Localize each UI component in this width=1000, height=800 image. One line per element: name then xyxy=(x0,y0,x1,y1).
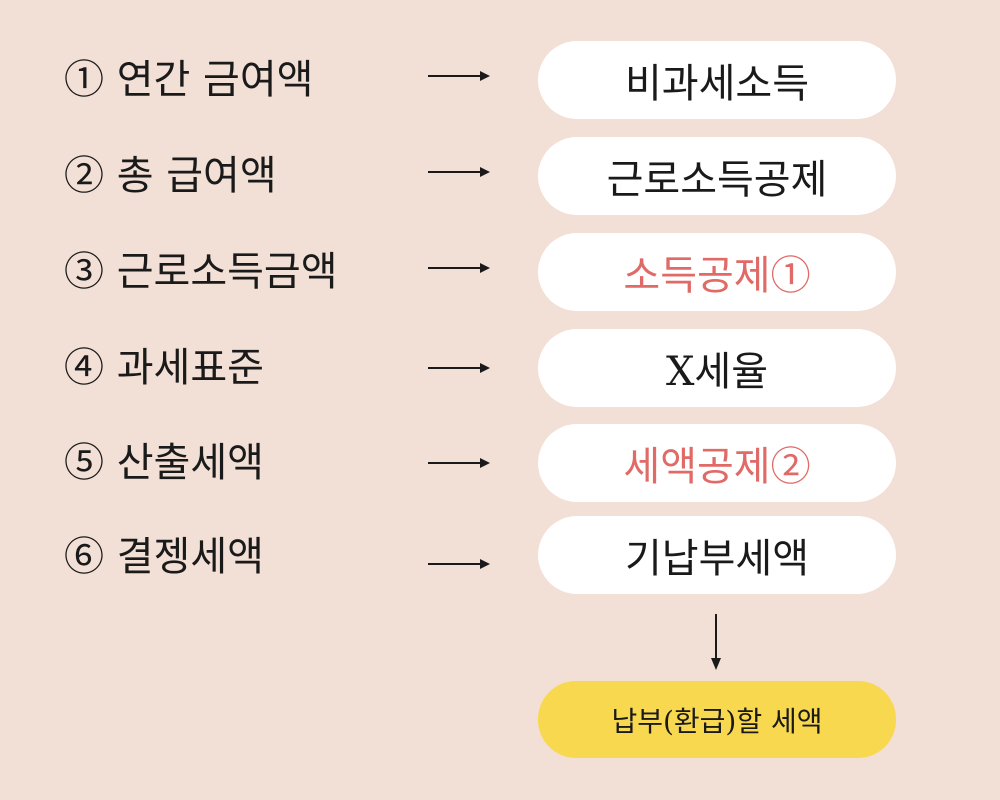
step-2-result: 근로소득공제 xyxy=(606,157,828,203)
step-4-label: ④ 과세표준 xyxy=(64,345,264,391)
step-2-label: ② 총 급여액 xyxy=(64,153,277,199)
right-arrow-icon xyxy=(428,167,490,177)
step-1-result: 비과세소득 xyxy=(625,61,809,107)
right-arrow-icon xyxy=(428,458,490,468)
step-1-label: ① 연간 금여액 xyxy=(64,57,314,103)
step-6-result-box: 기납부세액 xyxy=(538,516,896,594)
step-3-result: 소득공제① xyxy=(623,253,811,299)
step-4-result-box: X세율 xyxy=(538,329,896,407)
step-5-label: ⑤ 산출세액 xyxy=(64,440,264,486)
right-arrow-icon xyxy=(428,263,490,273)
step-3-label: ③ 근로소득금액 xyxy=(64,249,338,295)
step-1-result-box: 비과세소득 xyxy=(538,41,896,119)
step-6-result: 기납부세액 xyxy=(625,536,809,582)
step-5-result-box: 세액공제② xyxy=(538,424,896,502)
right-arrow-icon xyxy=(428,559,490,569)
final-result-box: 납부(환급)할 세액 xyxy=(538,681,896,758)
down-arrow-icon xyxy=(711,614,721,670)
step-3-result-box: 소득공제① xyxy=(538,233,896,311)
step-4-result: X세율 xyxy=(665,349,769,395)
final-result-label: 납부(환급)할 세액 xyxy=(611,704,823,738)
right-arrow-icon xyxy=(428,71,490,81)
step-6-label: ⑥ 결젱세액 xyxy=(64,534,264,580)
right-arrow-icon xyxy=(428,363,490,373)
step-2-result-box: 근로소득공제 xyxy=(538,137,896,215)
step-5-result: 세액공제② xyxy=(623,444,811,490)
